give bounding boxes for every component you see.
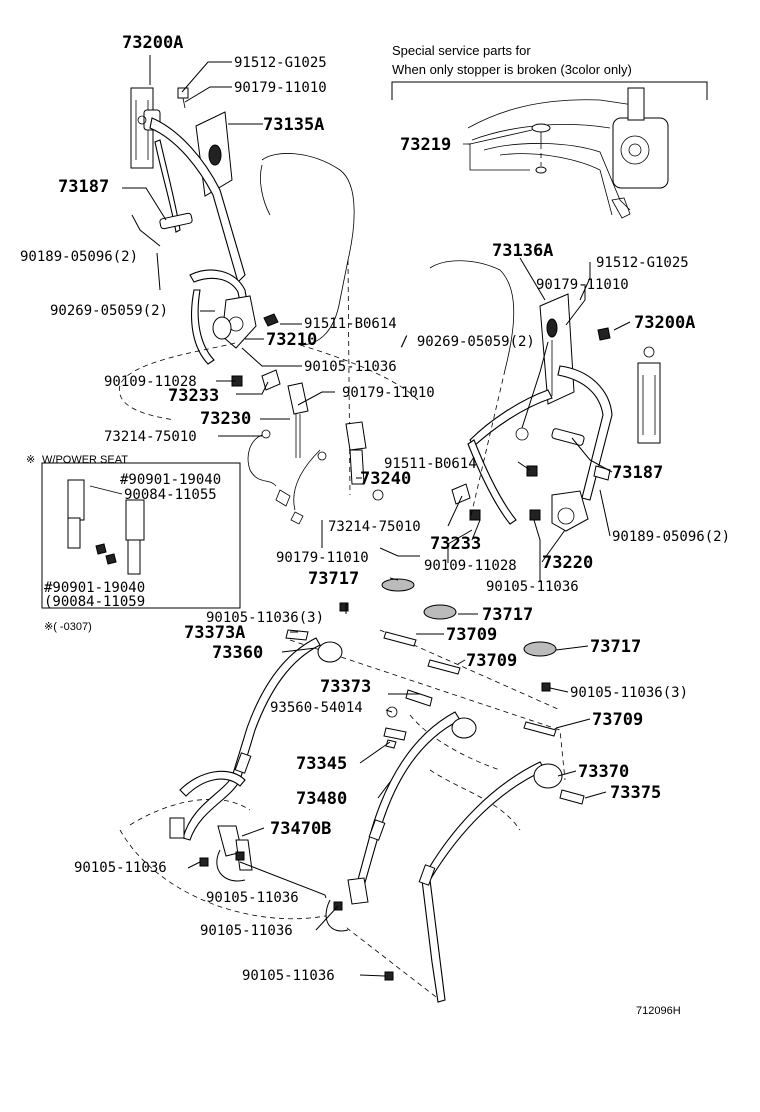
inset-part-4: (90084-11059 bbox=[44, 594, 145, 610]
callout-73187-right: 73187 bbox=[612, 463, 663, 483]
front-left-seat-belt-illustration bbox=[118, 87, 421, 525]
callout-73214-right: 73214-75010 bbox=[328, 519, 421, 535]
callout-90105-3-right: 90105-11036(3) bbox=[570, 685, 688, 701]
callout-73219: 73219 bbox=[400, 135, 451, 155]
inset-footnote: ※( -0307) bbox=[44, 621, 92, 633]
callout-90109-right: 90109-11028 bbox=[424, 558, 517, 574]
callout-90105-left-low: 90105-11036 bbox=[74, 860, 167, 876]
notice-line-1: Special service parts for bbox=[392, 43, 531, 58]
callout-73200A-right: 73200A bbox=[634, 313, 695, 333]
callout-73709-right: 73709 bbox=[592, 710, 643, 730]
callout-91512-right: 91512-G1025 bbox=[596, 255, 689, 271]
inset-part-1: #90901-19040 bbox=[120, 472, 221, 488]
callout-90189-right: 90189-05096(2) bbox=[612, 529, 730, 545]
callout-90179-mid: 90179-11010 bbox=[342, 385, 435, 401]
drawing-id: 712096H bbox=[636, 1005, 681, 1017]
notice-line-2: When only stopper is broken (3color only… bbox=[392, 62, 632, 77]
callout-73240: 73240 bbox=[360, 469, 411, 489]
callout-91511-left: 91511-B0614 bbox=[304, 316, 397, 332]
callout-90105-3-left: 90105-11036(3) bbox=[206, 610, 324, 626]
callout-90105-lower: 90105-11036 bbox=[200, 923, 293, 939]
callout-73375: 73375 bbox=[610, 783, 661, 803]
callout-73210: 73210 bbox=[266, 330, 317, 350]
callout-90105-bottom: 90105-11036 bbox=[242, 968, 335, 984]
power-seat-inset: ※ W/POWER SEAT #90901-19040 90084-11055 … bbox=[26, 454, 241, 633]
inset-part-2: 90084-11055 bbox=[124, 487, 217, 503]
callout-73136A: 73136A bbox=[492, 241, 553, 261]
callout-73187-left: 73187 bbox=[58, 177, 109, 197]
callout-90105-mid-low: 90105-11036 bbox=[206, 890, 299, 906]
callout-90269-left: 90269-05059(2) bbox=[50, 303, 168, 319]
callout-90179-right: 90179-11010 bbox=[536, 277, 629, 293]
inset-title-mark: ※ bbox=[26, 454, 35, 466]
callout-90179-bottom: 90179-11010 bbox=[276, 550, 369, 566]
callout-90105-right-upper: 90105-11036 bbox=[486, 579, 579, 595]
callout-73360: 73360 bbox=[212, 643, 263, 663]
callout-73717-mid: 73717 bbox=[482, 605, 533, 625]
callout-73345: 73345 bbox=[296, 754, 347, 774]
callout-91512-left: 91512-G1025 bbox=[234, 55, 327, 71]
inset-part-3: #90901-19040 bbox=[44, 580, 145, 596]
callout-73214-left: 73214-75010 bbox=[104, 429, 197, 445]
callout-73717-right: 73717 bbox=[590, 637, 641, 657]
callout-73230: 73230 bbox=[200, 409, 251, 429]
callout-73200A-left: 73200A bbox=[122, 33, 183, 53]
callout-73135A: 73135A bbox=[263, 115, 324, 135]
callout-73709-mid: 73709 bbox=[466, 651, 517, 671]
inset-title: W/POWER SEAT bbox=[42, 454, 128, 466]
callout-90109-left: 90109-11028 bbox=[104, 374, 197, 390]
callout-91511-right: 91511-B0614 bbox=[384, 456, 477, 472]
callout-73480: 73480 bbox=[296, 789, 347, 809]
callout-93560: 93560-54014 bbox=[270, 700, 363, 716]
callout-73220: 73220 bbox=[542, 553, 593, 573]
callout-73717-left: 73717 bbox=[308, 569, 359, 589]
callout-73373: 73373 bbox=[320, 677, 371, 697]
callout-labels: 73200A 91512-G1025 90179-11010 73135A 73… bbox=[20, 33, 730, 984]
leader-lines bbox=[122, 55, 631, 977]
callout-73470B: 73470B bbox=[270, 819, 331, 839]
callout-73373A: 73373A bbox=[184, 623, 245, 643]
callout-73370: 73370 bbox=[578, 762, 629, 782]
callout-73233-left: 73233 bbox=[168, 386, 219, 406]
front-right-seat-belt-illustration bbox=[429, 260, 661, 532]
stopper-detail-illustration bbox=[463, 87, 669, 219]
callout-90189-left: 90189-05096(2) bbox=[20, 249, 138, 265]
special-service-notice: Special service parts for When only stop… bbox=[391, 43, 708, 100]
callout-73709-top: 73709 bbox=[446, 625, 497, 645]
callout-73233-right: 73233 bbox=[430, 534, 481, 554]
callout-90105-mid-left: 90105-11036 bbox=[304, 359, 397, 375]
rear-seat-belt-illustration bbox=[119, 578, 585, 1003]
callout-90269-right: / 90269-05059(2) bbox=[400, 334, 535, 350]
callout-90179-top: 90179-11010 bbox=[234, 80, 327, 96]
